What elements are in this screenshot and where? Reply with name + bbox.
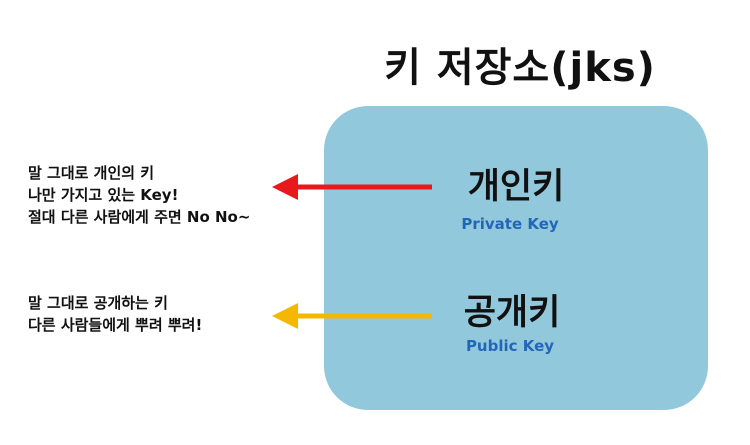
- private-arrow-head: [272, 174, 298, 200]
- keystore-box: [324, 106, 708, 410]
- public-desc-line: 다른 사람들에게 뿌려 뿌려!: [28, 316, 203, 334]
- public-key-label: 공개키: [463, 293, 561, 333]
- private-desc-line: 말 그대로 개인의 키: [28, 164, 155, 182]
- public-arrow-head: [272, 303, 298, 329]
- private-key-description: 말 그대로 개인의 키 나만 가지고 있는 Key! 절대 다른 사람에게 주면…: [28, 162, 250, 228]
- public-key-arrow: [272, 303, 432, 329]
- public-desc-line: 말 그대로 공개하는 키: [28, 294, 168, 312]
- private-desc-line: 나만 가지고 있는 Key!: [28, 186, 179, 204]
- private-key-label: 개인키: [467, 167, 565, 207]
- private-key-arrow: [272, 174, 432, 200]
- private-desc-line: 절대 다른 사람에게 주면 No No~: [28, 208, 251, 226]
- private-key-sublabel: Private Key: [461, 215, 559, 233]
- public-key-sublabel: Public Key: [465, 337, 555, 355]
- public-key-description: 말 그대로 공개하는 키 다른 사람들에게 뿌려 뿌려!: [28, 292, 202, 336]
- diagram-title: 키 저장소(jks): [384, 45, 656, 91]
